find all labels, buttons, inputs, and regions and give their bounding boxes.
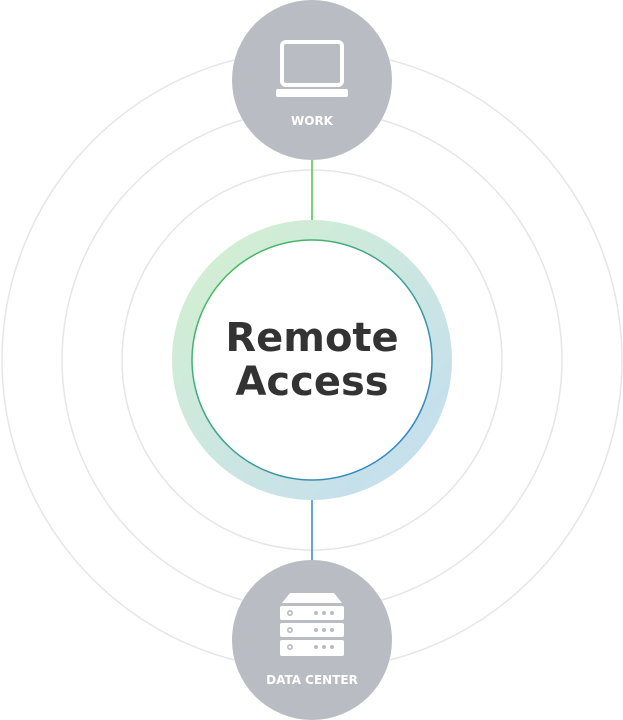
node-work-label: WORK [291, 114, 334, 128]
center-circle [191, 239, 433, 481]
node-datacenter: DATA CENTER [232, 560, 392, 720]
center-title-line1: Remote [225, 315, 398, 361]
node-work: WORK [232, 0, 392, 160]
node-datacenter-label: DATA CENTER [266, 673, 358, 687]
server-icon [280, 593, 344, 656]
center-title-line2: Access [235, 359, 388, 405]
laptop-icon [276, 40, 348, 97]
